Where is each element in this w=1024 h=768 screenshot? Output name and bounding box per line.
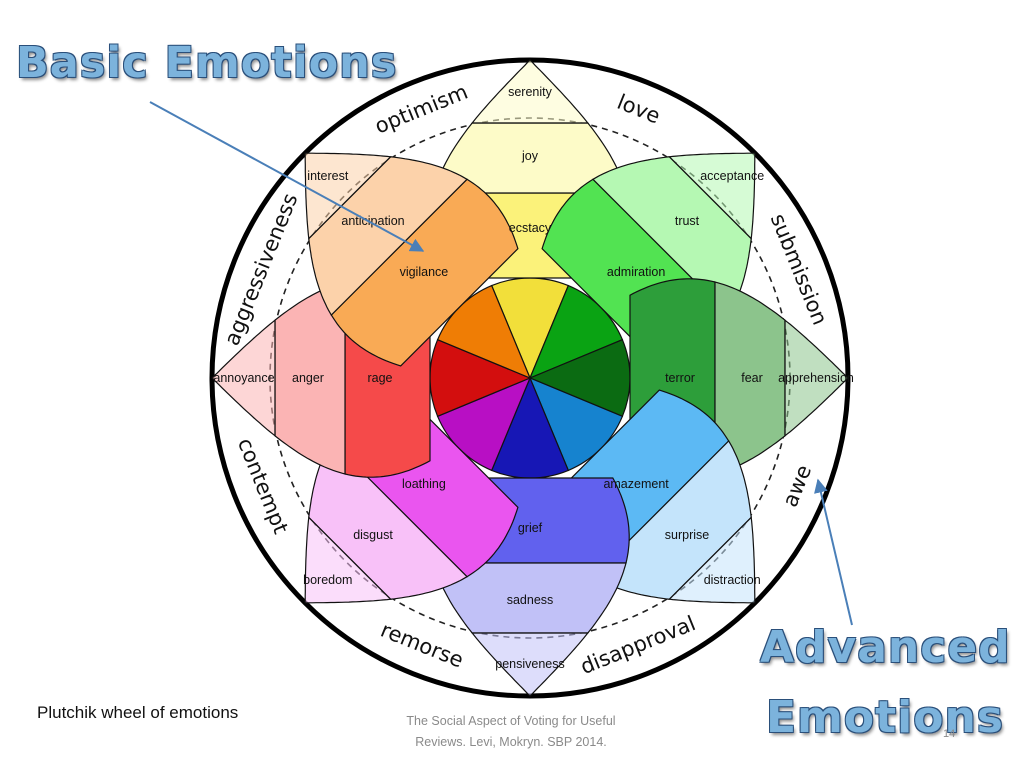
emotion-label: serenity bbox=[508, 85, 553, 99]
anticipation-petal-band-3 bbox=[304, 152, 392, 240]
sadness-petal-band-3 bbox=[470, 632, 590, 697]
emotion-label: pensiveness bbox=[495, 657, 565, 671]
emotion-label: surprise bbox=[665, 528, 710, 542]
emotion-label: vigilance bbox=[400, 265, 449, 279]
surprise-petal-band-3 bbox=[668, 516, 756, 604]
emotion-label: boredom bbox=[303, 573, 352, 587]
emotion-label: joy bbox=[521, 149, 539, 163]
footer-citation-line1: The Social Aspect of Voting for Useful bbox=[406, 714, 616, 728]
trust-petal-band-3 bbox=[668, 152, 756, 240]
basic-emotions-title: Basic Emotions bbox=[16, 38, 398, 88]
footer-citation-line2: Reviews. Levi, Mokryn. SBP 2014. bbox=[415, 735, 607, 749]
emotion-label: fear bbox=[741, 371, 763, 385]
fear-petal-band-3 bbox=[784, 318, 849, 438]
page-number: 14 bbox=[943, 728, 956, 740]
emotion-label: distraction bbox=[704, 573, 761, 587]
advanced-emotions-title-line1: Advanced bbox=[760, 622, 1011, 673]
emotion-label: amazement bbox=[603, 477, 669, 491]
emotion-label: loathing bbox=[402, 477, 446, 491]
emotion-label: terror bbox=[665, 371, 695, 385]
caption: Plutchik wheel of emotions bbox=[37, 703, 239, 722]
emotion-label: acceptance bbox=[700, 169, 764, 183]
emotion-label: annoyance bbox=[213, 371, 274, 385]
emotion-label: trust bbox=[675, 214, 700, 228]
emotion-label: apprehension bbox=[778, 371, 854, 385]
emotion-label: sadness bbox=[507, 593, 554, 607]
emotion-label: anticipation bbox=[341, 214, 404, 228]
emotion-label: rage bbox=[367, 371, 392, 385]
emotion-label: grief bbox=[518, 521, 543, 535]
joy-petal-band-3 bbox=[470, 59, 590, 124]
anger-petal-band-3 bbox=[211, 318, 276, 438]
emotion-label: admiration bbox=[607, 265, 665, 279]
emotion-label: ecstacy bbox=[509, 221, 552, 235]
emotion-label: disgust bbox=[353, 528, 393, 542]
basic-emotions-arrow bbox=[149, 101, 425, 252]
disgust-petal-band-3 bbox=[304, 516, 392, 604]
anticipation-petal bbox=[304, 152, 532, 380]
advanced-emotions-title-line2: Emotions bbox=[766, 692, 1004, 743]
advanced-emotions-arrow bbox=[814, 478, 853, 626]
emotion-label: interest bbox=[307, 169, 349, 183]
emotion-label: anger bbox=[292, 371, 324, 385]
